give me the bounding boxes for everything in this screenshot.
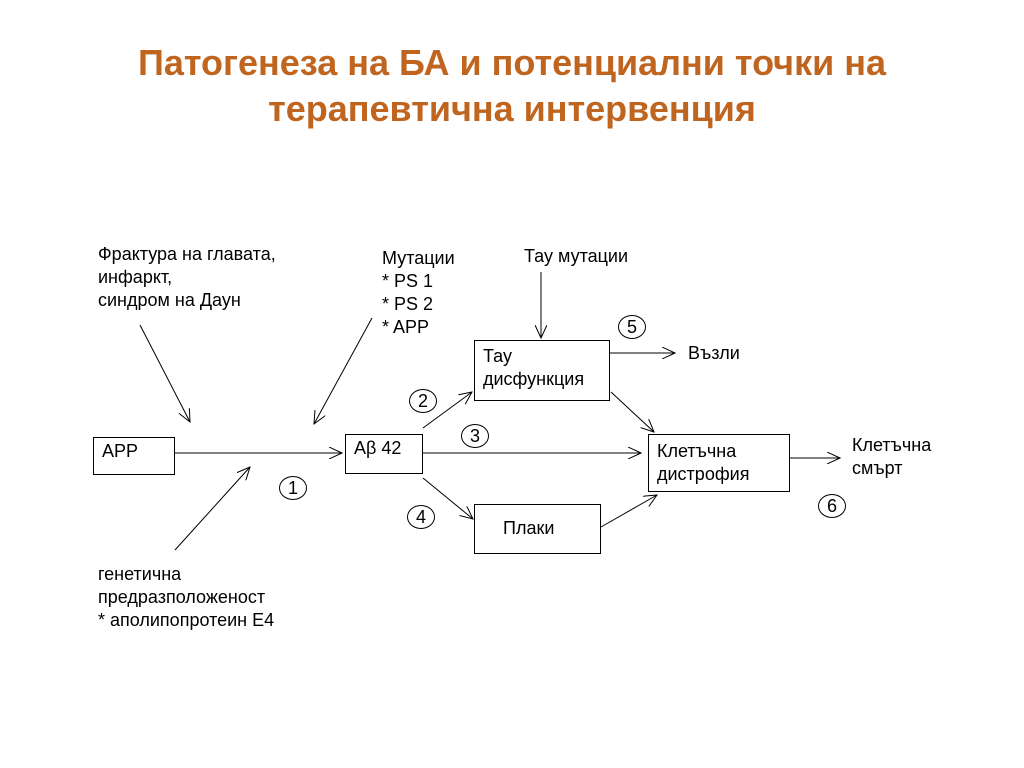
slide-title: Патогенеза на БА и потенциални точки на … [0,40,1024,132]
abeta-node-label: Aβ 42 [354,438,402,458]
intervention-point-4: 4 [407,505,435,529]
cell-death-line-1: Клетъчна [852,435,932,455]
cell-dystrophy-line-2: дистрофия [657,464,750,484]
slide-title-line-2: терапевтична интервенция [268,88,756,129]
mutations-line-4: * APP [382,317,430,337]
arrow-abeta-to-tau [422,392,472,429]
trauma-factors-label: Фрактура на главата, инфаркт, синдром на… [98,243,276,312]
cell-dystrophy-line-1: Клетъчна [657,441,737,461]
tau-node-line-1: Тау [483,346,512,366]
genetic-line-3: * аполипопротеин Е4 [98,610,275,630]
trauma-line-1: Фрактура на главата, [98,244,276,264]
tau-dysfunction-node: Тау дисфункция [474,340,610,401]
trauma-line-3: синдром на Даун [98,290,241,310]
arrow-mutations-to-pathway [314,317,373,424]
mutations-line-2: * PS 1 [382,271,434,291]
intervention-point-1: 1 [279,476,307,500]
arrow-tau-to-cell-dystrophy [610,391,654,432]
genetic-line-1: генетична [98,564,182,584]
cell-death-line-2: смърт [852,458,903,478]
intervention-point-3: 3 [461,424,489,448]
mutations-line-3: * PS 2 [382,294,434,314]
intervention-point-2: 2 [409,389,437,413]
app-node: APP [93,437,175,475]
mutations-label: Мутации * PS 1 * PS 2 * APP [382,247,455,339]
tau-mutations-label: Тау мутации [524,246,629,266]
abeta-node: Aβ 42 [345,434,423,474]
genetic-predisposition-label: генетична предразположеност * аполипопро… [98,563,274,632]
intervention-point-5: 5 [618,315,646,339]
arrow-trauma-to-pathway [139,324,190,422]
plaques-node: Плаки [474,504,601,554]
arrow-abeta-to-plaques [422,477,473,519]
mutations-line-1: Мутации [382,248,455,268]
genetic-line-2: предразположеност [98,587,266,607]
arrow-genetic-to-pathway [174,467,250,551]
plaques-node-label: Плаки [503,518,555,538]
trauma-line-2: инфаркт, [98,267,173,287]
arrow-plaques-to-cell-dystrophy [600,495,657,528]
intervention-point-6: 6 [818,494,846,518]
tau-node-line-2: дисфункция [483,369,585,389]
tangles-label: Възли [688,343,740,363]
cell-death-label: Клетъчна смърт [852,434,931,480]
slide-title-line-1: Патогенеза на БА и потенциални точки на [137,42,886,83]
app-node-label: APP [102,441,139,461]
cell-dystrophy-node: Клетъчна дистрофия [648,434,790,492]
